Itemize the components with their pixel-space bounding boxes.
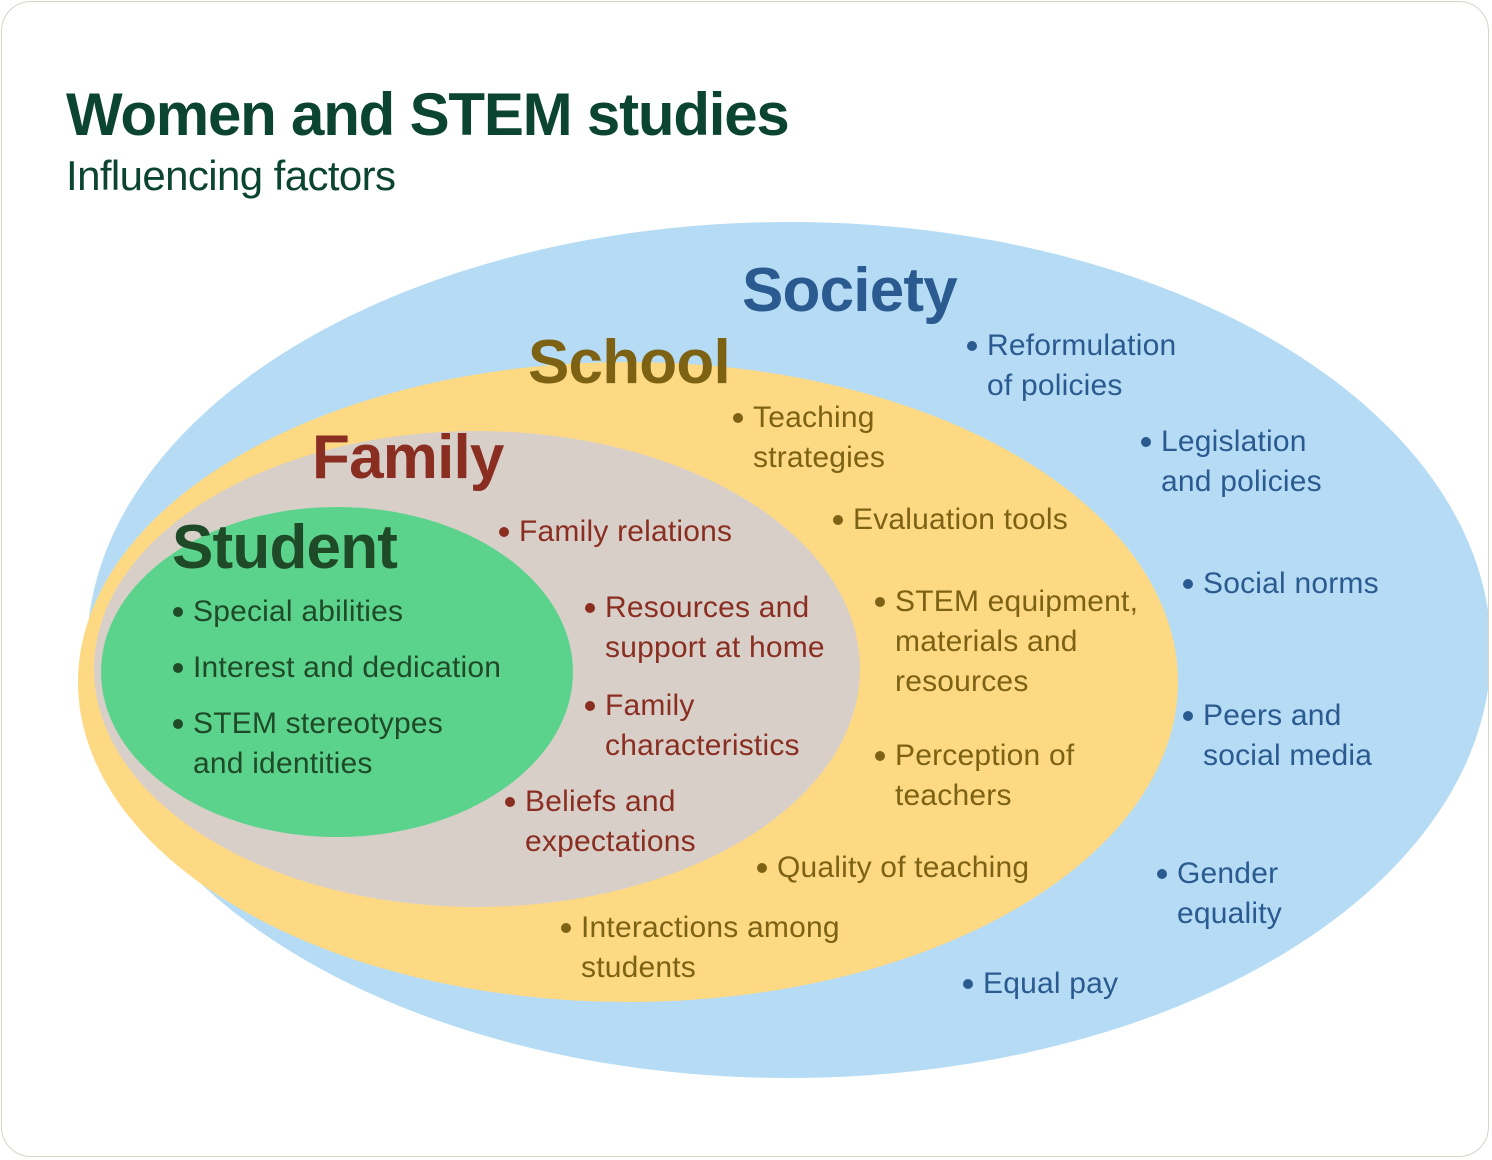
bullet-dot (173, 607, 183, 617)
family-factor: Resources and support at home (585, 588, 825, 668)
student-ellipse (101, 507, 573, 837)
factor-text: STEM stereotypes and identities (193, 707, 443, 780)
factor-text: Equal pay (983, 967, 1119, 1000)
factor-text: Interest and dedication (193, 651, 502, 684)
student-factor: Special abilities (173, 592, 404, 632)
society-label: Society (742, 256, 958, 325)
factor-text: Family relations (519, 515, 733, 548)
factor-text: Resources and support at home (605, 591, 825, 664)
school-factor: STEM equipment, materials and resources (875, 582, 1139, 702)
factor-text: Perception of teachers (895, 739, 1075, 812)
bullet-dot (1183, 579, 1193, 589)
bullet-dot (1157, 869, 1167, 879)
factor-text: Evaluation tools (853, 503, 1069, 536)
factor-text: Special abilities (193, 595, 404, 628)
bullet-dot (875, 597, 885, 607)
bullet-dot (505, 797, 515, 807)
school-factor: Teaching strategies (733, 398, 886, 478)
bullet-dot (967, 341, 977, 351)
factor-text: Social norms (1203, 567, 1379, 600)
bullet-dot (733, 413, 743, 423)
society-factor: Equal pay (963, 964, 1119, 1004)
bullet-dot (585, 603, 595, 613)
bullet-dot (173, 719, 183, 729)
factor-text: STEM equipment, materials and resources (895, 585, 1139, 698)
factor-text: Quality of teaching (777, 851, 1030, 884)
factor-text: Gender equality (1177, 857, 1283, 930)
society-factor: Legislation and policies (1141, 422, 1322, 502)
bullet-dot (1183, 711, 1193, 721)
family-label: Family (312, 423, 504, 492)
bullet-dot (585, 701, 595, 711)
society-factor: Peers and social media (1183, 696, 1373, 776)
student-factor: Interest and dedication (173, 648, 502, 688)
family-factor: Beliefs and expectations (505, 782, 696, 862)
student-factor: STEM stereotypes and identities (173, 704, 443, 784)
student-label: Student (172, 513, 398, 582)
family-factor: Family characteristics (585, 686, 800, 766)
page-title: Women and STEM studies (66, 81, 790, 148)
school-factor: Perception of teachers (875, 736, 1075, 816)
society-factor: Gender equality (1157, 854, 1283, 934)
society-factor: Reformulation of policies (967, 326, 1177, 406)
factor-text: Beliefs and expectations (525, 785, 696, 858)
factor-text: Reformulation of policies (987, 329, 1177, 402)
factor-text: Family characteristics (605, 689, 800, 762)
bullet-dot (1141, 437, 1151, 447)
factor-text: Teaching strategies (753, 401, 886, 474)
society-factor: Social norms (1183, 564, 1379, 604)
factor-text: Interactions among students (581, 911, 840, 984)
bullet-dot (561, 923, 571, 933)
school-factor: Interactions among students (561, 908, 840, 988)
bullet-dot (499, 527, 509, 537)
bullet-dot (833, 515, 843, 525)
factor-text: Legislation and policies (1161, 425, 1322, 498)
page-subtitle: Influencing factors (66, 152, 396, 199)
factor-text: Peers and social media (1203, 699, 1373, 772)
bullet-dot (875, 751, 885, 761)
school-factor: Evaluation tools (833, 500, 1069, 540)
bullet-dot (757, 863, 767, 873)
family-factor: Family relations (499, 512, 733, 552)
bullet-dot (963, 979, 973, 989)
bullet-dot (173, 663, 183, 673)
school-factor: Quality of teaching (757, 848, 1030, 888)
school-label: School (528, 328, 731, 397)
